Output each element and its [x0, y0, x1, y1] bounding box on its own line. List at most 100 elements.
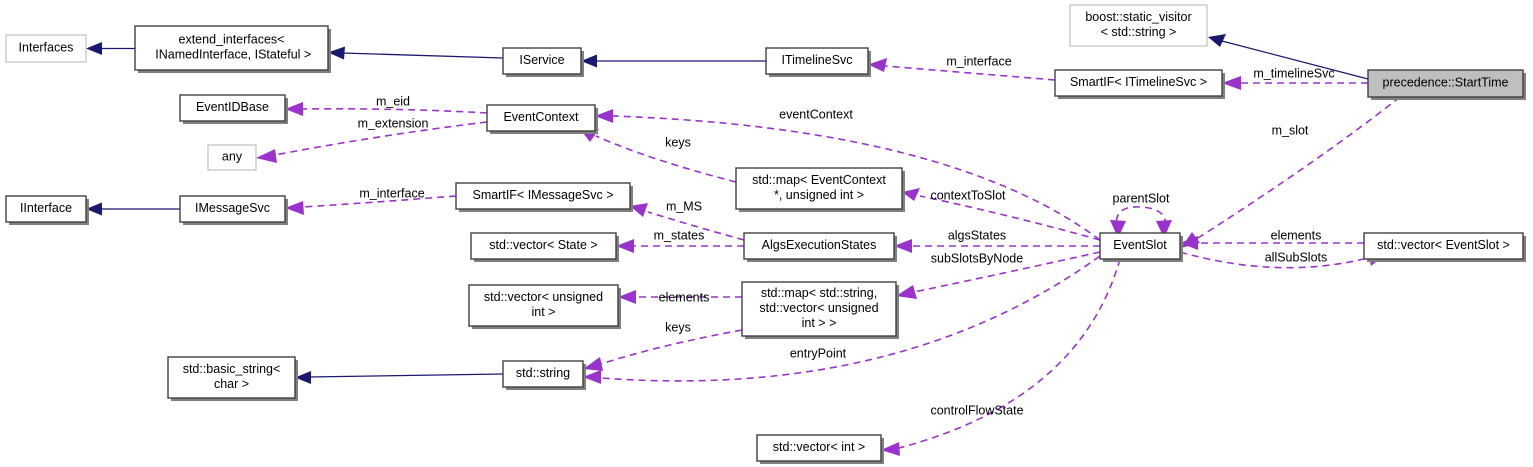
node-vector_state[interactable]: std::vector< State > [470, 232, 619, 262]
arrowhead-parentslot-right [1156, 220, 1172, 238]
node-vector_eventslot[interactable]: std::vector< EventSlot > [1363, 232, 1526, 262]
node-boost_static_visitor[interactable]: boost::static_visitor< std::string > [1069, 4, 1208, 47]
node-label: IInterface [20, 201, 72, 215]
arrowhead-iinterface [86, 202, 102, 216]
arrowhead-extend-interfaces [328, 46, 345, 60]
edge-label-elements-uint: elements [659, 290, 710, 304]
node-label: IMessageSvc [195, 201, 270, 215]
node-box[interactable] [179, 195, 286, 223]
node-box[interactable] [1367, 69, 1524, 98]
edge-stdstring-to-basic-string [308, 373, 504, 378]
node-eventslot[interactable]: EventSlot [1099, 232, 1183, 262]
arrowhead-basic-string [295, 371, 311, 384]
edge-iservice-to-extend-interfaces [341, 52, 504, 59]
node-label: std::map< EventContext*, unsigned int > [752, 173, 886, 202]
node-label: SmartIF< IMessageSvc > [472, 188, 613, 202]
node-map_eventcontext[interactable]: std::map< EventContext*, unsigned int > [735, 167, 905, 212]
arrowhead-imessagesvc [285, 201, 304, 215]
edge-label-algsstates: algsStates [948, 228, 1006, 242]
node-vector_int[interactable]: std::vector< int > [756, 434, 884, 464]
node-map_string_vec[interactable]: std::map< std::string,std::vector< unsig… [741, 281, 899, 339]
node-algsexecstates[interactable]: AlgsExecutionStates [743, 232, 897, 262]
node-eventidbase[interactable]: EventIDBase [179, 94, 288, 124]
arrowhead-vector-int [881, 442, 900, 456]
node-label: std::vector< State > [489, 238, 597, 252]
node-label: IService [519, 53, 564, 67]
edge-eventcontext-to-any [274, 121, 488, 156]
node-box[interactable] [134, 25, 329, 71]
node-box[interactable] [5, 34, 87, 63]
edge-labels: m_interface m_timelineSvc m_eid m_extens… [358, 54, 1335, 417]
node-label: AlgsExecutionStates [762, 238, 877, 252]
node-label: extend_interfaces< INamedInterface, ISta… [152, 33, 311, 62]
node-box[interactable] [470, 232, 617, 260]
node-box[interactable] [455, 182, 631, 210]
node-eventcontext[interactable]: EventContext [486, 104, 598, 134]
edge-label-m-slot: m_slot [1272, 123, 1309, 137]
arrowhead-algsexecstates [894, 239, 912, 253]
node-label: boost::static_visitor< std::string > [1085, 10, 1191, 39]
node-extend_interfaces[interactable]: extend_interfaces< INamedInterface, ISta… [134, 25, 331, 73]
edge-map-string-vec-to-stdstring-keys [600, 329, 743, 365]
node-basic_string[interactable]: std::basic_string<char > [167, 356, 298, 401]
node-iservice[interactable]: IService [502, 47, 584, 77]
node-any[interactable]: any [207, 144, 257, 171]
node-imessagesvc[interactable]: IMessageSvc [179, 195, 288, 225]
node-label: SmartIF< ITimelineSvc > [1070, 75, 1207, 89]
arrowhead-eventidbase [285, 102, 303, 116]
arrowhead-stdstring-entrypoint [583, 370, 601, 384]
arrowhead-itimelinesvc-usage [868, 58, 887, 72]
edge-eventslot-to-vector-eventslot [1179, 251, 1369, 269]
arrowhead-eventslot-elements [1180, 236, 1198, 250]
node-label: std::map< std::string,std::vector< unsig… [759, 286, 878, 330]
node-smartif_timeline[interactable]: SmartIF< ITimelineSvc > [1054, 69, 1225, 99]
edge-eventslot-self-parentslot [1115, 206, 1167, 234]
node-interfaces[interactable]: Interfaces [5, 34, 87, 63]
node-box[interactable] [735, 167, 903, 210]
edge-label-m-ms: m_MS [666, 199, 702, 213]
node-box[interactable] [756, 434, 882, 462]
node-label: EventContext [503, 110, 579, 124]
node-std_string[interactable]: std::string [502, 360, 586, 390]
node-box[interactable] [743, 232, 895, 260]
node-box[interactable] [486, 104, 596, 132]
node-box[interactable] [1069, 4, 1208, 47]
node-iinterface[interactable]: IInterface [5, 195, 89, 225]
node-box[interactable] [179, 94, 286, 122]
arrowhead-vector-uint [618, 290, 636, 304]
node-label: EventSlot [1113, 238, 1167, 252]
node-start_time[interactable]: precedence::StartTime [1367, 69, 1526, 100]
node-box[interactable] [468, 284, 619, 327]
arrowhead-static-visitor [1208, 34, 1226, 47]
node-box[interactable] [5, 195, 87, 223]
arrowhead-smartif-timeline [1222, 76, 1241, 90]
node-box[interactable] [502, 47, 582, 75]
node-smartif_message[interactable]: SmartIF< IMessageSvc > [455, 182, 633, 212]
node-box[interactable] [1099, 232, 1181, 260]
inheritance-edges [86, 34, 1369, 384]
node-box[interactable] [1363, 232, 1524, 260]
node-label: std::string [516, 366, 570, 380]
node-label: precedence::StartTime [1383, 76, 1509, 90]
node-label: Interfaces [19, 41, 74, 55]
arrowhead-vector-state [616, 239, 634, 253]
edge-label-keys-2: keys [665, 320, 691, 334]
node-box[interactable] [1054, 69, 1223, 97]
node-box[interactable] [765, 47, 869, 75]
edge-eventslot-to-eventcontext [612, 115, 1101, 241]
arrowhead-smartif-message [630, 203, 648, 217]
node-box[interactable] [502, 360, 584, 388]
arrowhead-iservice [581, 54, 597, 68]
node-box[interactable] [741, 281, 897, 337]
arrowhead-any [256, 149, 277, 163]
edge-label-controlflowstate: controlFlowState [930, 403, 1023, 417]
node-itimelinesvc[interactable]: ITimelineSvc [765, 47, 871, 77]
node-box[interactable] [167, 356, 296, 399]
node-box[interactable] [207, 144, 257, 171]
edge-label-m-interface-message: m_interface [359, 186, 424, 200]
edge-starttime-to-eventslot [1197, 96, 1401, 239]
node-label: ITimelineSvc [781, 53, 852, 67]
